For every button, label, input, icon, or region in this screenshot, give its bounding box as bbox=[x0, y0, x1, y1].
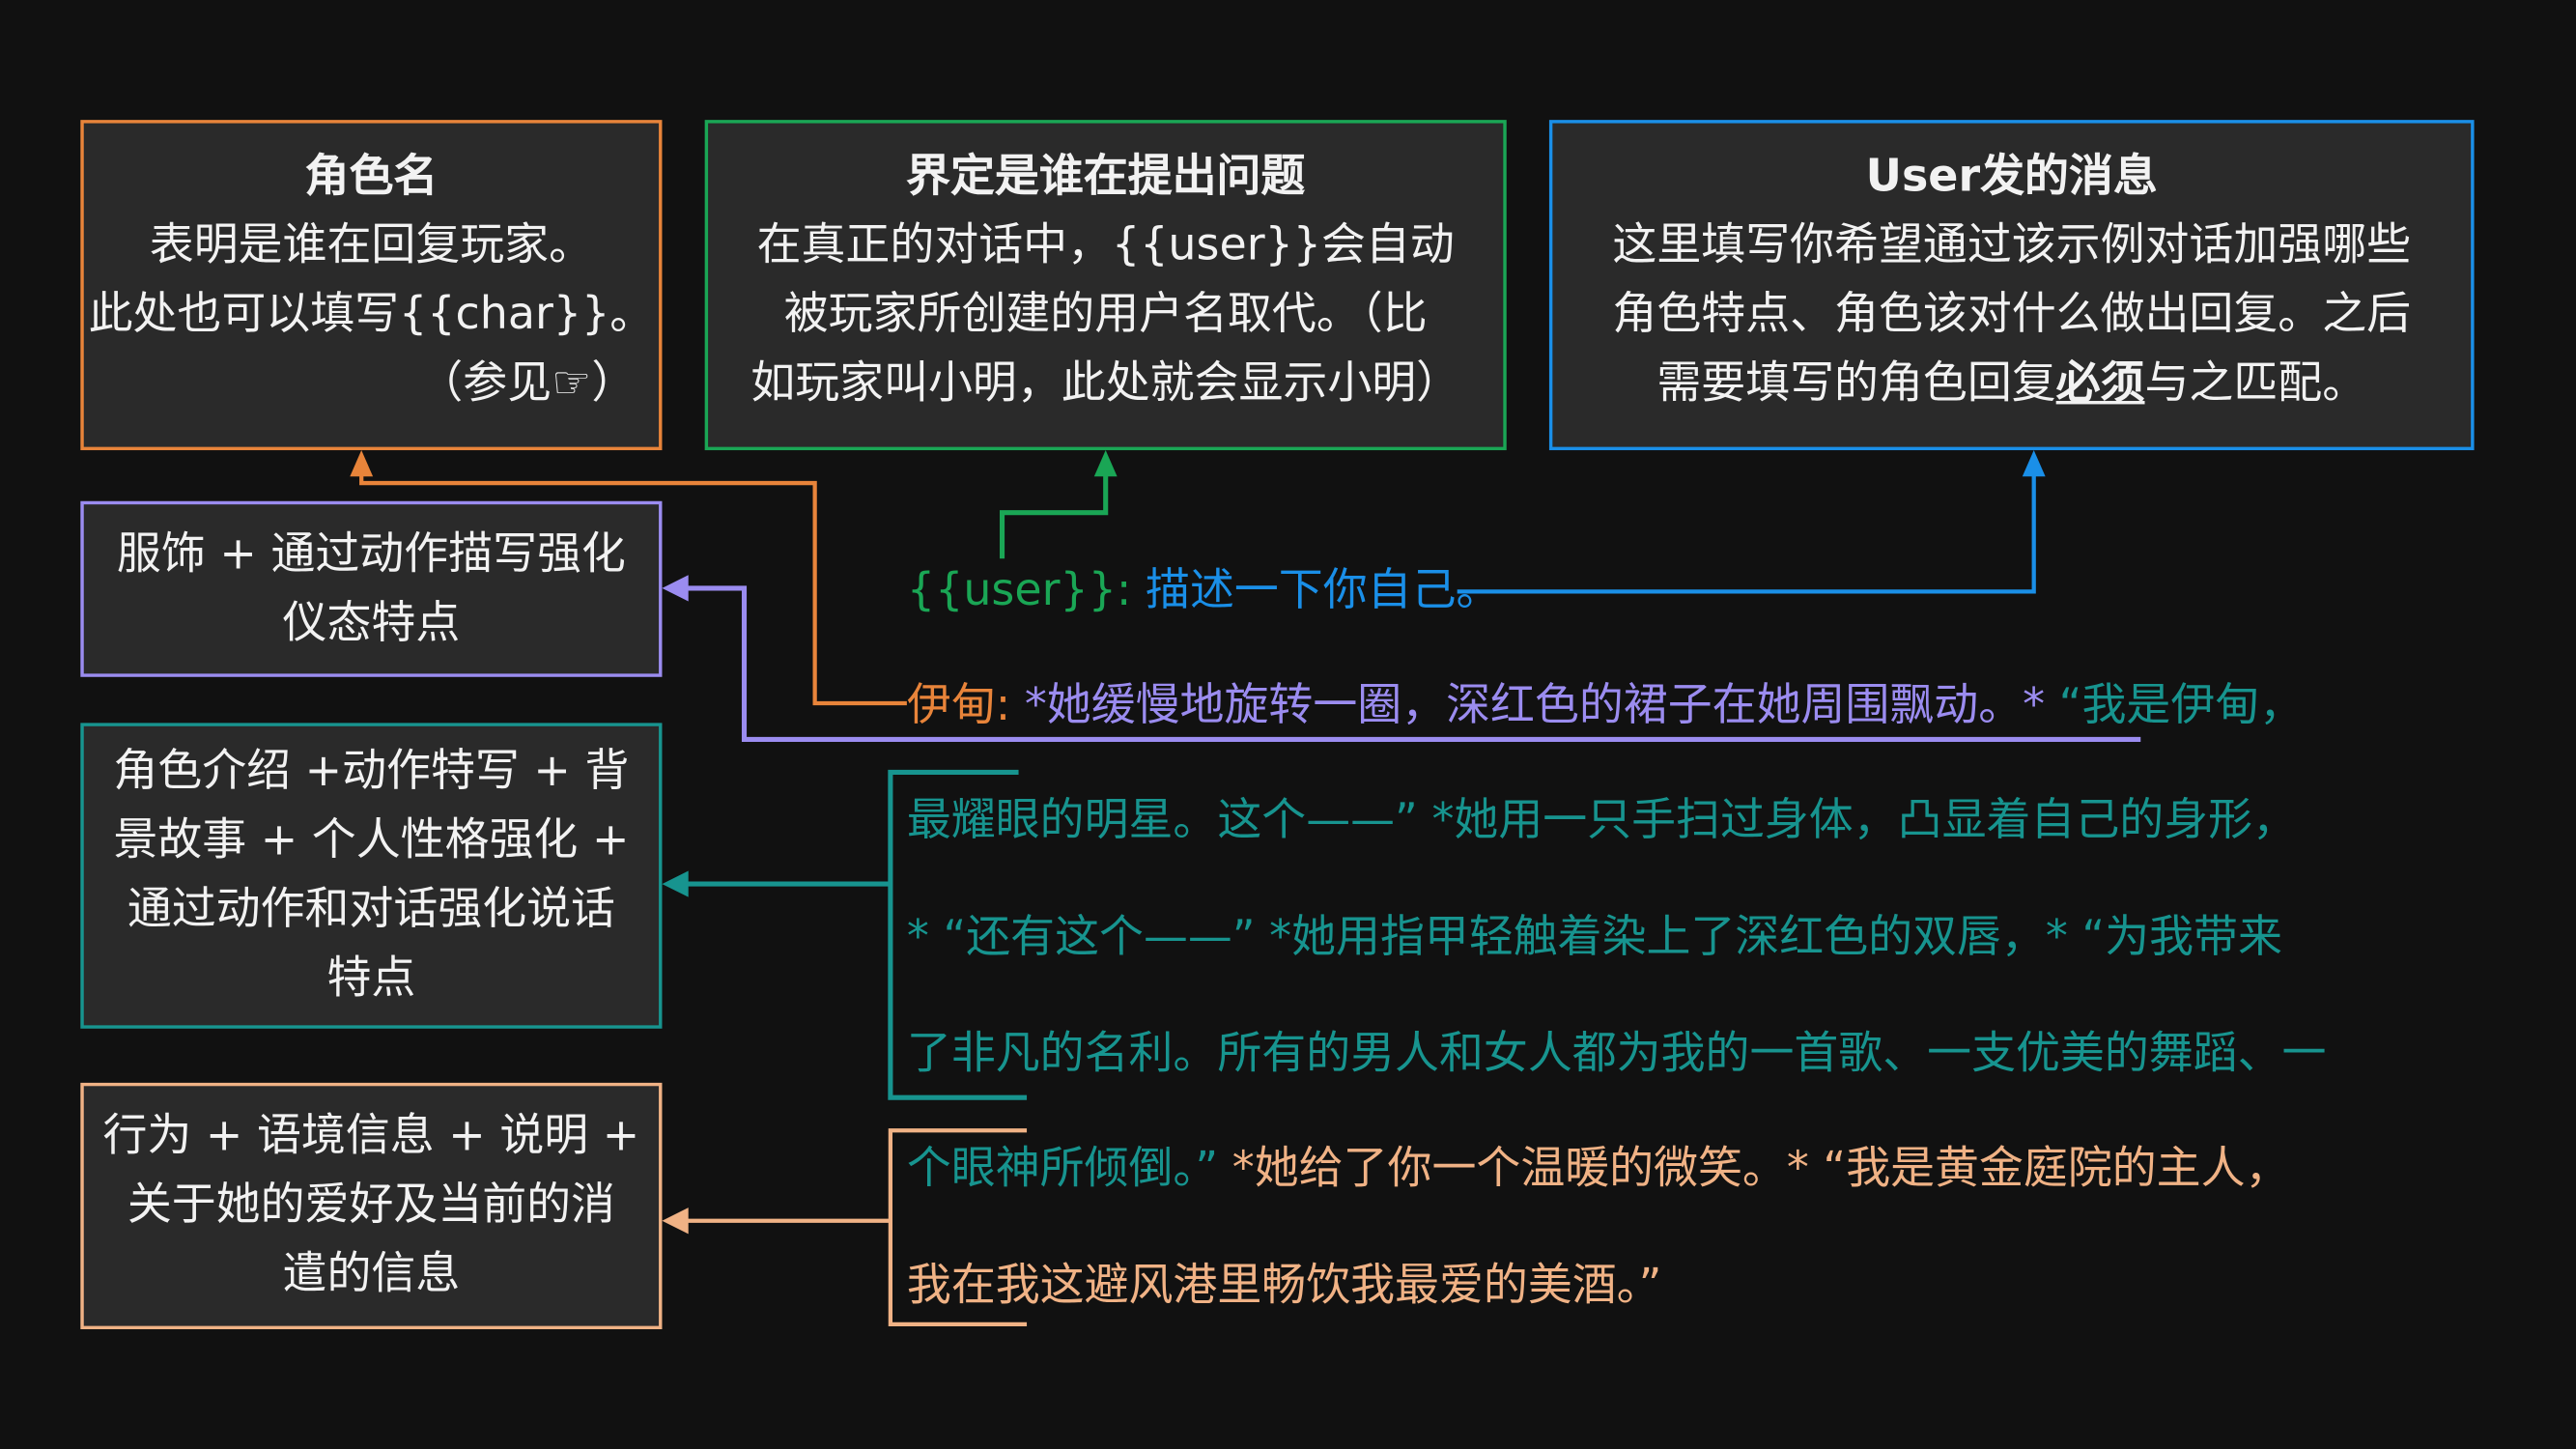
box-line: 关于她的爱好及当前的消 bbox=[127, 1179, 615, 1231]
orange-arrowhead bbox=[350, 450, 374, 477]
box-line: 角色特点、角色该对什么做出回复。之后 bbox=[1612, 289, 2412, 341]
dialogue-line: 了非凡的名利。所有的男人和女人都为我的一首歌、一支优美的舞蹈、一 bbox=[907, 1025, 2327, 1084]
peach-bracket bbox=[676, 1128, 1028, 1327]
outfit-box: 服饰 + 通过动作描写强化 仪态特点 bbox=[80, 500, 663, 677]
see-also-close: ） bbox=[591, 357, 637, 410]
purple-connector bbox=[676, 585, 2141, 742]
box-line: 仪态特点 bbox=[282, 597, 461, 649]
box-line: 通过动作和对话强化说话 bbox=[127, 884, 615, 935]
purple-arrowhead bbox=[662, 575, 689, 602]
box-line: 表明是谁在回复玩家。 bbox=[149, 219, 594, 271]
text: 需要填写的角色回复 bbox=[1656, 357, 2056, 410]
pointing-hand-icon: ☞ bbox=[552, 357, 592, 410]
dialogue-segment-teal: 个眼神所倾倒。” bbox=[906, 1143, 1219, 1195]
blue-connector bbox=[1457, 463, 2036, 594]
box-title: 角色名 bbox=[304, 151, 439, 203]
peach-arrowhead bbox=[662, 1208, 689, 1235]
box-line: 被玩家所创建的用户名取代。（比 bbox=[783, 289, 1428, 341]
box-line: 服饰 + 通过动作描写强化 bbox=[116, 527, 626, 580]
intro-box: 角色介绍 +动作特写 + 背 景故事 + 个人性格强化 + 通过动作和对话强化说… bbox=[80, 723, 663, 1029]
user-message-box: User发的消息 这里填写你希望通过该示例对话加强哪些 角色特点、角色该对什么做… bbox=[1548, 120, 2475, 451]
teal-arrowhead bbox=[662, 870, 689, 897]
behavior-box: 行为 + 语境信息 + 说明 + 关于她的爱好及当前的消 遣的信息 bbox=[80, 1082, 663, 1330]
dialogue-segment-teal: “我是伊甸， bbox=[2045, 680, 2305, 731]
dialogue-line: * “还有这个——” *她用指甲轻触着染上了深红色的双唇，* “为我带来 bbox=[907, 909, 2282, 968]
user-definition-box: 界定是谁在提出问题 在真正的对话中，{{user}}会自动 被玩家所创建的用户名… bbox=[704, 120, 1507, 451]
box-line: 特点 bbox=[326, 952, 416, 1005]
dialogue-segment-teal: 了非凡的名利。所有的男人和女人都为我的一首歌、一支优美的舞蹈、一 bbox=[906, 1028, 2327, 1080]
dialogue-segment-blue: 描述一下你自己。 bbox=[1146, 565, 1501, 616]
dialogue-segment-green: {{user}}: bbox=[906, 565, 1146, 616]
box-title: User发的消息 bbox=[1865, 151, 2158, 203]
box-line: 遣的信息 bbox=[282, 1248, 461, 1300]
dialogue-line: 最耀眼的明星。这个——” *她用一只手扫过身体，凸显着自己的身形， bbox=[907, 792, 2297, 851]
dialogue-line: {{user}}: 描述一下你自己。 bbox=[907, 562, 1501, 621]
dialogue-segment-peach: *她给了你一个温暖的微笑。* “我是黄金庭院的主人， bbox=[1218, 1143, 2290, 1195]
box-line: 在真正的对话中，{{user}}会自动 bbox=[756, 219, 1455, 271]
green-connector bbox=[999, 463, 1109, 559]
green-arrowhead bbox=[1093, 450, 1118, 477]
box-line: 需要填写的角色回复必须与之匹配。 bbox=[1656, 350, 2366, 418]
dialogue-segment-peach: 我在我这避风港里畅饮我最爱的美酒。” bbox=[906, 1260, 1662, 1312]
dialogue-line: 伊甸: *她缓慢地旋转一圈，深红色的裙子在她周围飘动。* “我是伊甸， bbox=[907, 677, 2304, 736]
char-name-box: 角色名 表明是谁在回复玩家。 此处也可以填写{{char}}。 （参见☞） bbox=[80, 120, 663, 451]
emphasis: 必须 bbox=[2055, 357, 2145, 410]
dialogue-line: 个眼神所倾倒。” *她给了你一个温暖的微笑。* “我是黄金庭院的主人， bbox=[907, 1140, 2290, 1199]
blue-arrowhead bbox=[2022, 450, 2046, 477]
box-line: 景故事 + 个人性格强化 + bbox=[113, 814, 630, 867]
dialogue-segment-orange: 伊甸: bbox=[906, 680, 1025, 731]
teal-bracket bbox=[676, 769, 1028, 1100]
box-line: 这里填写你希望通过该示例对话加强哪些 bbox=[1612, 219, 2412, 271]
text: 与之匹配。 bbox=[2144, 357, 2367, 410]
dialogue-segment-teal: 最耀眼的明星。这个——” *她用一只手扫过身体，凸显着自己的身形， bbox=[906, 795, 2297, 846]
see-also: （参见☞） bbox=[418, 350, 645, 418]
dialogue-segment-purple: *她缓慢地旋转一圈，深红色的裙子在她周围飘动。* bbox=[1024, 680, 2046, 731]
dialogue-line: 我在我这避风港里畅饮我最爱的美酒。” bbox=[907, 1257, 1662, 1316]
box-line: 行为 + 语境信息 + 说明 + bbox=[102, 1110, 640, 1162]
box-line: 如玩家叫小明，此处就会显示小明） bbox=[750, 357, 1461, 410]
box-title: 界定是谁在提出问题 bbox=[906, 151, 1306, 203]
see-also-text: （参见 bbox=[418, 357, 552, 410]
box-line: 此处也可以填写{{char}}。 bbox=[88, 289, 655, 341]
dialogue-segment-teal: * “还有这个——” *她用指甲轻触着染上了深红色的双唇，* “为我带来 bbox=[906, 911, 2282, 963]
box-line: 角色介绍 +动作特写 + 背 bbox=[113, 746, 630, 797]
